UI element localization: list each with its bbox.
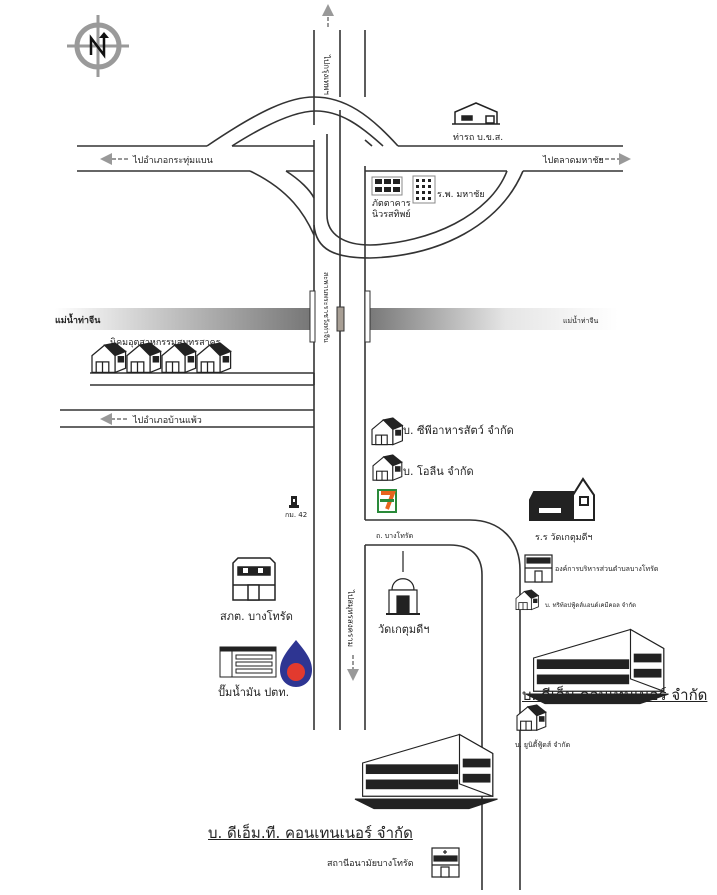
label-dmt-container: บ. ดีเอ็ม.ที. คอนเทนเนอร์ จำกัด bbox=[208, 824, 413, 842]
school-icon bbox=[529, 477, 595, 521]
label-trade-company: บ. ทริท้อปฟู้ดส์แอนด์เคมีคอล จำกัด bbox=[545, 602, 637, 609]
government-office-icon bbox=[524, 554, 553, 583]
seven-eleven-icon bbox=[377, 489, 397, 513]
label-gas-station: ปั๊มน้ำมัน ปตท. bbox=[218, 686, 290, 699]
hospital-icon bbox=[412, 175, 436, 204]
label-cp-food: บ. ซีพีอาหารสัตว์ จำกัด bbox=[403, 424, 514, 437]
label-river-right: แม่น้ำท่าจีน bbox=[563, 317, 599, 325]
km-marker-icon bbox=[289, 496, 299, 508]
label-to-mahachai-market: ไปตลาดมหาชัย bbox=[543, 156, 604, 166]
health-station-icon bbox=[431, 847, 460, 878]
main-road bbox=[313, 30, 366, 730]
office-building-icon bbox=[525, 628, 669, 705]
bridge-left-rail bbox=[309, 290, 316, 343]
factory-icon bbox=[372, 454, 403, 481]
label-bus-terminal: ท่ารถ บ.ข.ส. bbox=[453, 133, 504, 143]
label-temple: วัดเกตุมดีฯ bbox=[378, 623, 430, 636]
label-unity-foods: บ. ยูนิตี้ฟู้ดส์ จำกัด bbox=[515, 741, 571, 749]
factory-icon bbox=[371, 417, 404, 446]
restaurant-icon bbox=[371, 176, 403, 196]
label-bridge: สะพานพระราชวังท่าจีน bbox=[322, 272, 330, 343]
label-bang-pho-rat-road: ถ. บางโทรัด bbox=[376, 532, 414, 540]
label-to-samut-songkhram: ไปสมุทรสงคราม bbox=[346, 590, 355, 648]
temple-icon bbox=[386, 551, 420, 615]
bridge-right-rail bbox=[364, 290, 371, 343]
bang-pho-rat-road bbox=[365, 519, 521, 890]
label-dm-container: บ. ดีเอ็ม คอนเทนเนอร์ จำกัด bbox=[522, 686, 708, 704]
label-school: ร.ร วัดเกตุมดีฯ bbox=[535, 533, 593, 543]
industrial-estate-icons bbox=[91, 342, 232, 374]
office-building-icon bbox=[354, 733, 498, 810]
label-olean: บ. โอลีน จำกัด bbox=[403, 465, 474, 478]
label-health-station: สถานีอนามัยบางโทรัด bbox=[327, 859, 414, 869]
label-river-left: แม่น้ำท่าจีน bbox=[55, 316, 101, 326]
ptt-logo-icon bbox=[280, 640, 312, 687]
gas-station-icon bbox=[219, 646, 277, 678]
river-right bbox=[368, 308, 618, 330]
factory-icon bbox=[516, 704, 547, 731]
factory-icon bbox=[515, 589, 540, 611]
interchange bbox=[77, 96, 623, 259]
label-tao-office: องค์การบริหารส่วนตำบลบางโทรัด bbox=[555, 565, 659, 573]
label-to-bangkok: ไปกรุงเทพฯ bbox=[322, 55, 331, 95]
river-left bbox=[55, 308, 310, 330]
label-km-marker: กม. 42 bbox=[285, 511, 308, 519]
label-to-krathum-baen: ไปอำเภอกระทุ่มแบน bbox=[133, 156, 213, 166]
police-station-icon bbox=[232, 557, 276, 601]
direction-arrows bbox=[100, 4, 631, 681]
compass-icon bbox=[67, 15, 129, 77]
bridge-pillar bbox=[336, 306, 345, 332]
bus-terminal-icon bbox=[452, 102, 500, 125]
label-restaurant: ภัตตาคาร นิวรสทิพย์ bbox=[372, 199, 411, 220]
label-to-ban-phaeo: ไปอำเภอบ้านแพ้ว bbox=[133, 416, 202, 426]
label-police-station: สภต. บางโทรัด bbox=[220, 610, 293, 623]
label-hospital: ร.พ. มหาชัย bbox=[437, 190, 485, 200]
label-industrial-estate: นิคมอุตสาหกรรมสมุทรสาคร bbox=[110, 338, 221, 348]
